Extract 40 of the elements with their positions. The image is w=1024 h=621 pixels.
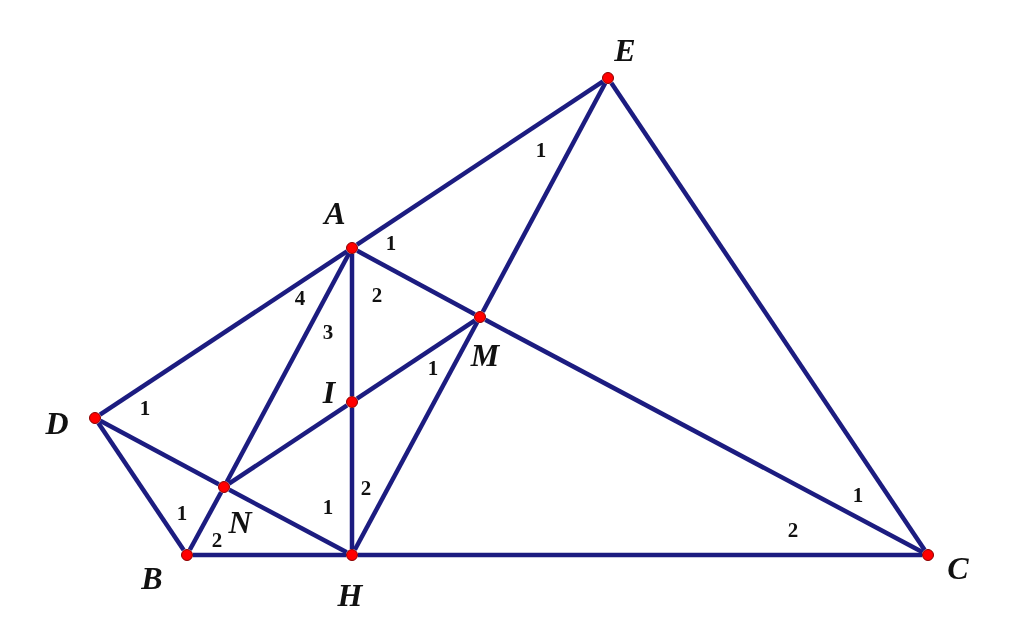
angle-number: 1: [139, 397, 151, 419]
line-segment: [349, 254, 355, 396]
angle-number: 1: [535, 139, 547, 161]
line-segment: [358, 552, 922, 558]
point-label: A: [324, 197, 346, 229]
line-segment: [228, 487, 348, 555]
angle-number: 1: [322, 496, 334, 518]
point-label: C: [947, 552, 969, 584]
point-label: D: [45, 407, 69, 439]
point-label: M: [470, 339, 500, 371]
angle-number: 2: [371, 284, 383, 306]
point-label: E: [614, 34, 636, 66]
line-segment: [609, 81, 927, 552]
line-segment: [352, 321, 480, 551]
angle-number: 1: [427, 357, 439, 379]
line-segment: [193, 552, 346, 558]
line-segment: [484, 317, 924, 555]
angle-number: 2: [211, 529, 223, 551]
angle-number: 1: [852, 484, 864, 506]
line-segment: [355, 79, 605, 247]
line-segment: [356, 248, 476, 317]
line-segment: [98, 249, 349, 417]
line-segment: [96, 421, 186, 552]
angle-number: 1: [176, 502, 188, 524]
line-segment: [99, 418, 220, 487]
angle-number: 2: [360, 477, 372, 499]
angle-number: 1: [385, 232, 397, 254]
line-segment: [224, 252, 352, 483]
angle-number: 4: [294, 287, 306, 309]
line-segment: [187, 491, 224, 551]
angle-number: 3: [322, 321, 334, 343]
line-segment: [349, 408, 355, 549]
line-segment: [480, 82, 608, 313]
line-segment: [227, 403, 349, 486]
point-label: N: [228, 506, 252, 538]
point-label: B: [141, 562, 163, 594]
point-label: H: [337, 579, 363, 611]
point-label: I: [322, 376, 336, 408]
line-segment: [355, 318, 477, 401]
angle-number: 2: [787, 519, 799, 541]
